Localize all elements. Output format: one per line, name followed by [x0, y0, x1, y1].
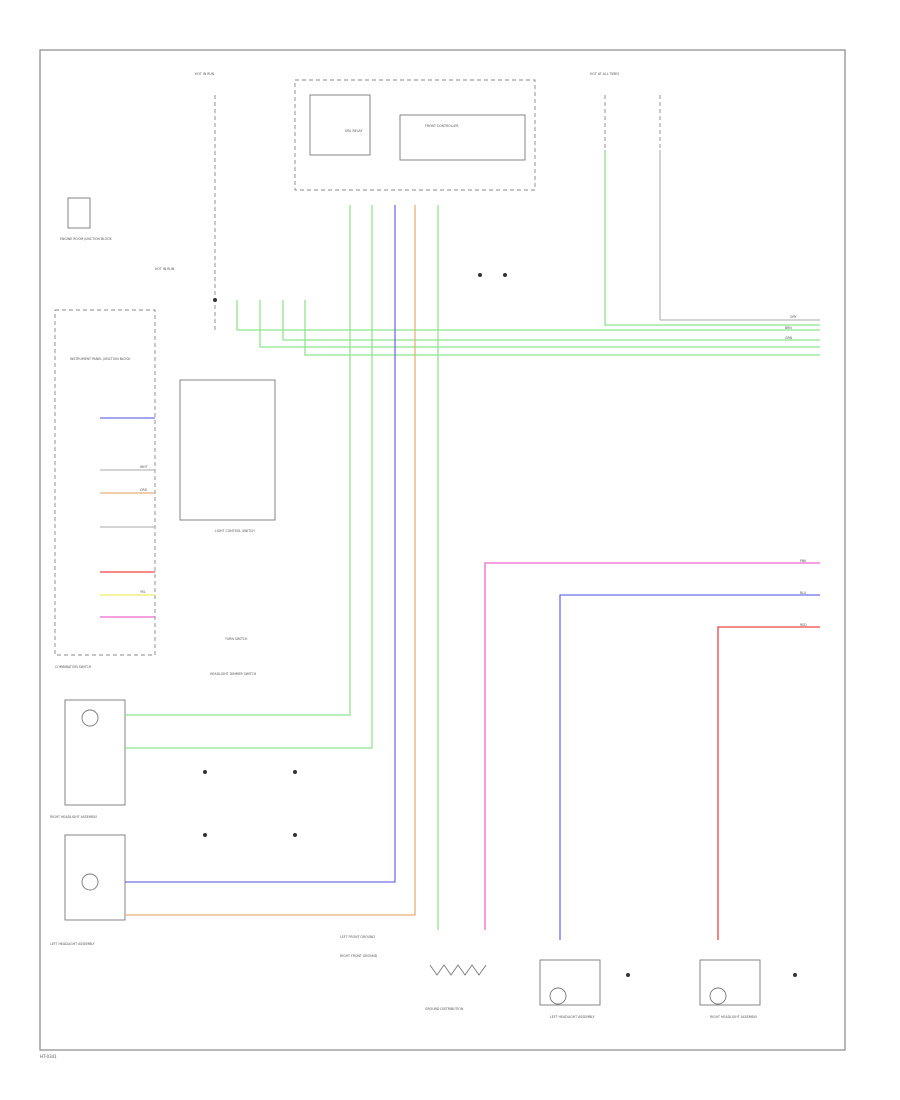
wire-green-4 [282, 300, 820, 341]
hot-run-label: HOT IN RUN [195, 72, 215, 76]
wire-code-gry: GRY [790, 315, 796, 319]
left-headlight-bulb-icon [81, 873, 99, 891]
wire-code-yel: YEL [140, 590, 146, 594]
splice-dot-9 [293, 833, 297, 837]
to-left-front-label: LEFT FRONT GROUND [340, 935, 375, 939]
wire-code-grn: GRN [785, 336, 793, 340]
combination-switch-label: COMBINATION SWITCH [55, 665, 92, 669]
left-headlight-label: LEFT HEADLIGHT ASSEMBLY [50, 942, 95, 946]
right-fog-label: RIGHT HEADLIGHT ASSEMBLY [710, 1015, 757, 1019]
ground-symbol-icon [429, 964, 487, 976]
wire-code-wht: WHT [140, 465, 148, 469]
right-fog-bulb-icon [709, 987, 727, 1005]
wire-green-5 [304, 300, 820, 356]
wire-code-pnk: PNK [800, 559, 807, 563]
left-fog-box [539, 959, 601, 1006]
light-control-switch-box [179, 379, 276, 521]
light-control-switch-label: LIGHT CONTROL SWITCH [215, 529, 255, 533]
hot-label-run: HOT IN RUN [155, 267, 175, 271]
wire-code-org: ORG [140, 488, 148, 492]
ground-dist-label: GROUND DISTRIBUTION [425, 1007, 464, 1011]
ipjb-outline [294, 79, 536, 191]
splice-dot-3 [503, 273, 507, 277]
headlight-dimmer-label: HEADLIGHT DIMMER SWITCH [210, 672, 257, 676]
right-fog-box [699, 959, 761, 1006]
diagram-frame [39, 49, 846, 1051]
left-fog-label: LEFT HEADLIGHT ASSEMBLY [550, 1015, 595, 1019]
wire-code-red: RED [800, 623, 807, 627]
splice-dot-1 [213, 298, 217, 302]
wire-code-brn: BRN [785, 326, 792, 330]
wire-orange-main [125, 205, 416, 916]
footer-code: HT-0341 [40, 1054, 57, 1059]
wire-code-blu: BLU [800, 591, 807, 595]
left-headlight-box [64, 834, 126, 921]
splice-dot-8 [203, 833, 207, 837]
splice-dot-4 [626, 973, 630, 977]
wire-green-headlight-2 [125, 205, 373, 749]
wire-green-2 [236, 300, 820, 331]
to-right-front-label: RIGHT FRONT GROUND [340, 954, 378, 958]
right-headlight-label: RIGHT HEADLIGHT ASSEMBLY [50, 815, 97, 819]
wire-red-fog [717, 626, 820, 940]
splice-dot-5 [793, 973, 797, 977]
wire-green-1 [604, 150, 820, 326]
drl-relay-box [309, 94, 371, 156]
hot-on-off-label: HOT AT ALL TIMES [590, 72, 619, 76]
wire-green-3 [259, 300, 820, 348]
wire-green-headlight [125, 205, 351, 716]
combination-switch-outline [54, 309, 156, 656]
turn-switch-label: TURN SWITCH [224, 637, 248, 641]
right-headlight-box [64, 699, 126, 806]
wire-blue-main [125, 205, 396, 883]
drl-relay-label: DRL RELAY [345, 129, 362, 133]
right-headlight-bulb-icon [81, 709, 99, 727]
left-fog-bulb-icon [549, 987, 567, 1005]
left-dim-box [67, 197, 91, 229]
splice-dot-2 [478, 273, 482, 277]
splice-dot-7 [293, 770, 297, 774]
left-dim-label: ENGINE ROOM JUNCTION BLOCK [60, 237, 112, 241]
front-controller-box [399, 114, 526, 161]
wire-blue-fog [559, 594, 820, 940]
front-controller-label: FRONT CONTROLLER [425, 124, 459, 128]
wire-magenta [484, 562, 820, 930]
splice-dot-6 [203, 770, 207, 774]
instrument-panel-label: INSTRUMENT PANEL JUNCTION BLOCK [70, 357, 131, 361]
